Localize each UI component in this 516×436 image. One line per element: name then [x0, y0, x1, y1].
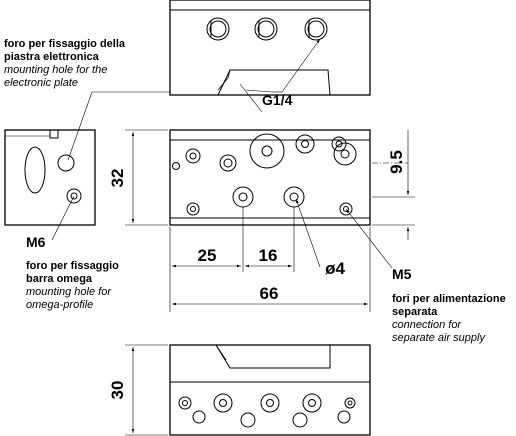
- callout-plate-hole: foro per fissaggio della piastra elettro…: [4, 38, 164, 90]
- dimension-total-length: 66: [260, 284, 279, 303]
- dimension-lines: [51, 38, 415, 436]
- supply-hole-title-en-2: separate air supply: [392, 332, 485, 344]
- supply-hole-title-en-1: connection for: [392, 319, 462, 331]
- omega-hole-title-en-2: omega-profile: [26, 299, 94, 311]
- plate-hole-title-en-1: mounting hole for the: [4, 64, 108, 76]
- dimension-hole-diameter: ø4: [325, 259, 345, 278]
- callout-port-code: G1/4: [262, 92, 293, 108]
- callout-omega-code: M6: [26, 234, 46, 250]
- bottom-view: [169, 344, 371, 436]
- side-view-left: [4, 129, 96, 226]
- top-view: [169, 0, 371, 96]
- supply-hole-title-it-1: fori per alimentazione: [392, 293, 506, 305]
- omega-hole-title-it-2: barra omega: [26, 273, 93, 285]
- plate-hole-title-en-2: electronic plate: [4, 77, 78, 89]
- front-view: [169, 129, 371, 226]
- plate-hole-title-it-1: foro per fissaggio della: [4, 38, 126, 50]
- callout-supply-hole: fori per alimentazione separata connecti…: [392, 293, 516, 345]
- dimension-spacing-b: 16: [259, 246, 278, 265]
- dimension-height-front: 32: [108, 169, 127, 188]
- dimension-height-side: 30: [108, 381, 127, 400]
- dimension-offset-right: 9.5: [387, 150, 406, 174]
- supply-hole-title-it-2: separata: [392, 306, 438, 318]
- dimension-spacing-a: 25: [198, 246, 217, 265]
- omega-hole-title-it-1: foro per fissaggio: [26, 260, 119, 272]
- callout-supply-code: M5: [392, 266, 412, 282]
- plate-hole-title-it-2: piastra elettronica: [4, 51, 99, 63]
- omega-hole-title-en-1: mounting hole for: [26, 286, 111, 298]
- callout-omega-hole: foro per fissaggio barra omega mounting …: [26, 260, 166, 312]
